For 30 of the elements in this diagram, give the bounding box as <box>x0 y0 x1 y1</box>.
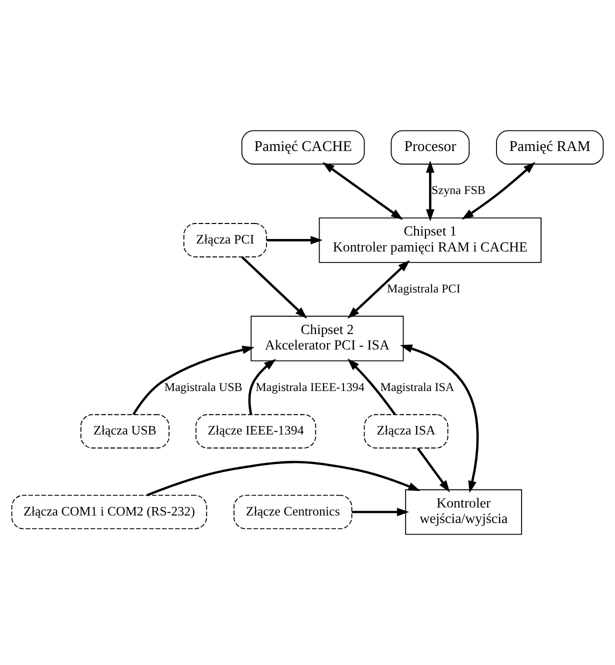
node-box: Kontroler wejścia/wyjścia <box>405 489 522 535</box>
arrow <box>146 460 420 496</box>
edge-label: Szyna FSB <box>432 183 486 198</box>
arrow <box>352 508 410 516</box>
node-box: Chipset 1 Kontroler pamięci RAM i CACHE <box>318 217 542 263</box>
node-box: Złącze IEEE-1394 <box>195 414 316 448</box>
arrow <box>322 162 404 220</box>
node-box: Złącza USB <box>80 414 170 448</box>
arrow <box>347 260 410 319</box>
arrow <box>426 160 434 222</box>
node-box: Pamięć RAM <box>496 130 604 165</box>
arrow <box>266 236 323 244</box>
edge-label: Magistrala PCI <box>387 282 460 296</box>
arrow <box>416 448 450 492</box>
edge-label: Magistrala IEEE-1394 <box>256 380 364 394</box>
node-box: Chipset 2 Akcelerator PCI - ISA <box>250 316 404 362</box>
node-box: Złącza COM1 i COM2 (RS-232) <box>11 494 208 530</box>
arrow <box>241 256 308 319</box>
node-box: Procesor <box>390 130 470 165</box>
arrow <box>400 344 479 493</box>
arrow <box>132 346 254 416</box>
arrow <box>248 358 276 414</box>
node-box: Złącze Centronics <box>234 494 352 530</box>
edge-label: Magistrala USB <box>164 380 242 394</box>
edge-label: Magistrala ISA <box>380 380 454 394</box>
node-box: Pamięć CACHE <box>241 130 365 165</box>
arrow <box>462 162 536 220</box>
node-box: Złącza PCI <box>183 223 267 258</box>
node-box: Złącza ISA <box>364 414 448 448</box>
arrow <box>347 358 396 416</box>
